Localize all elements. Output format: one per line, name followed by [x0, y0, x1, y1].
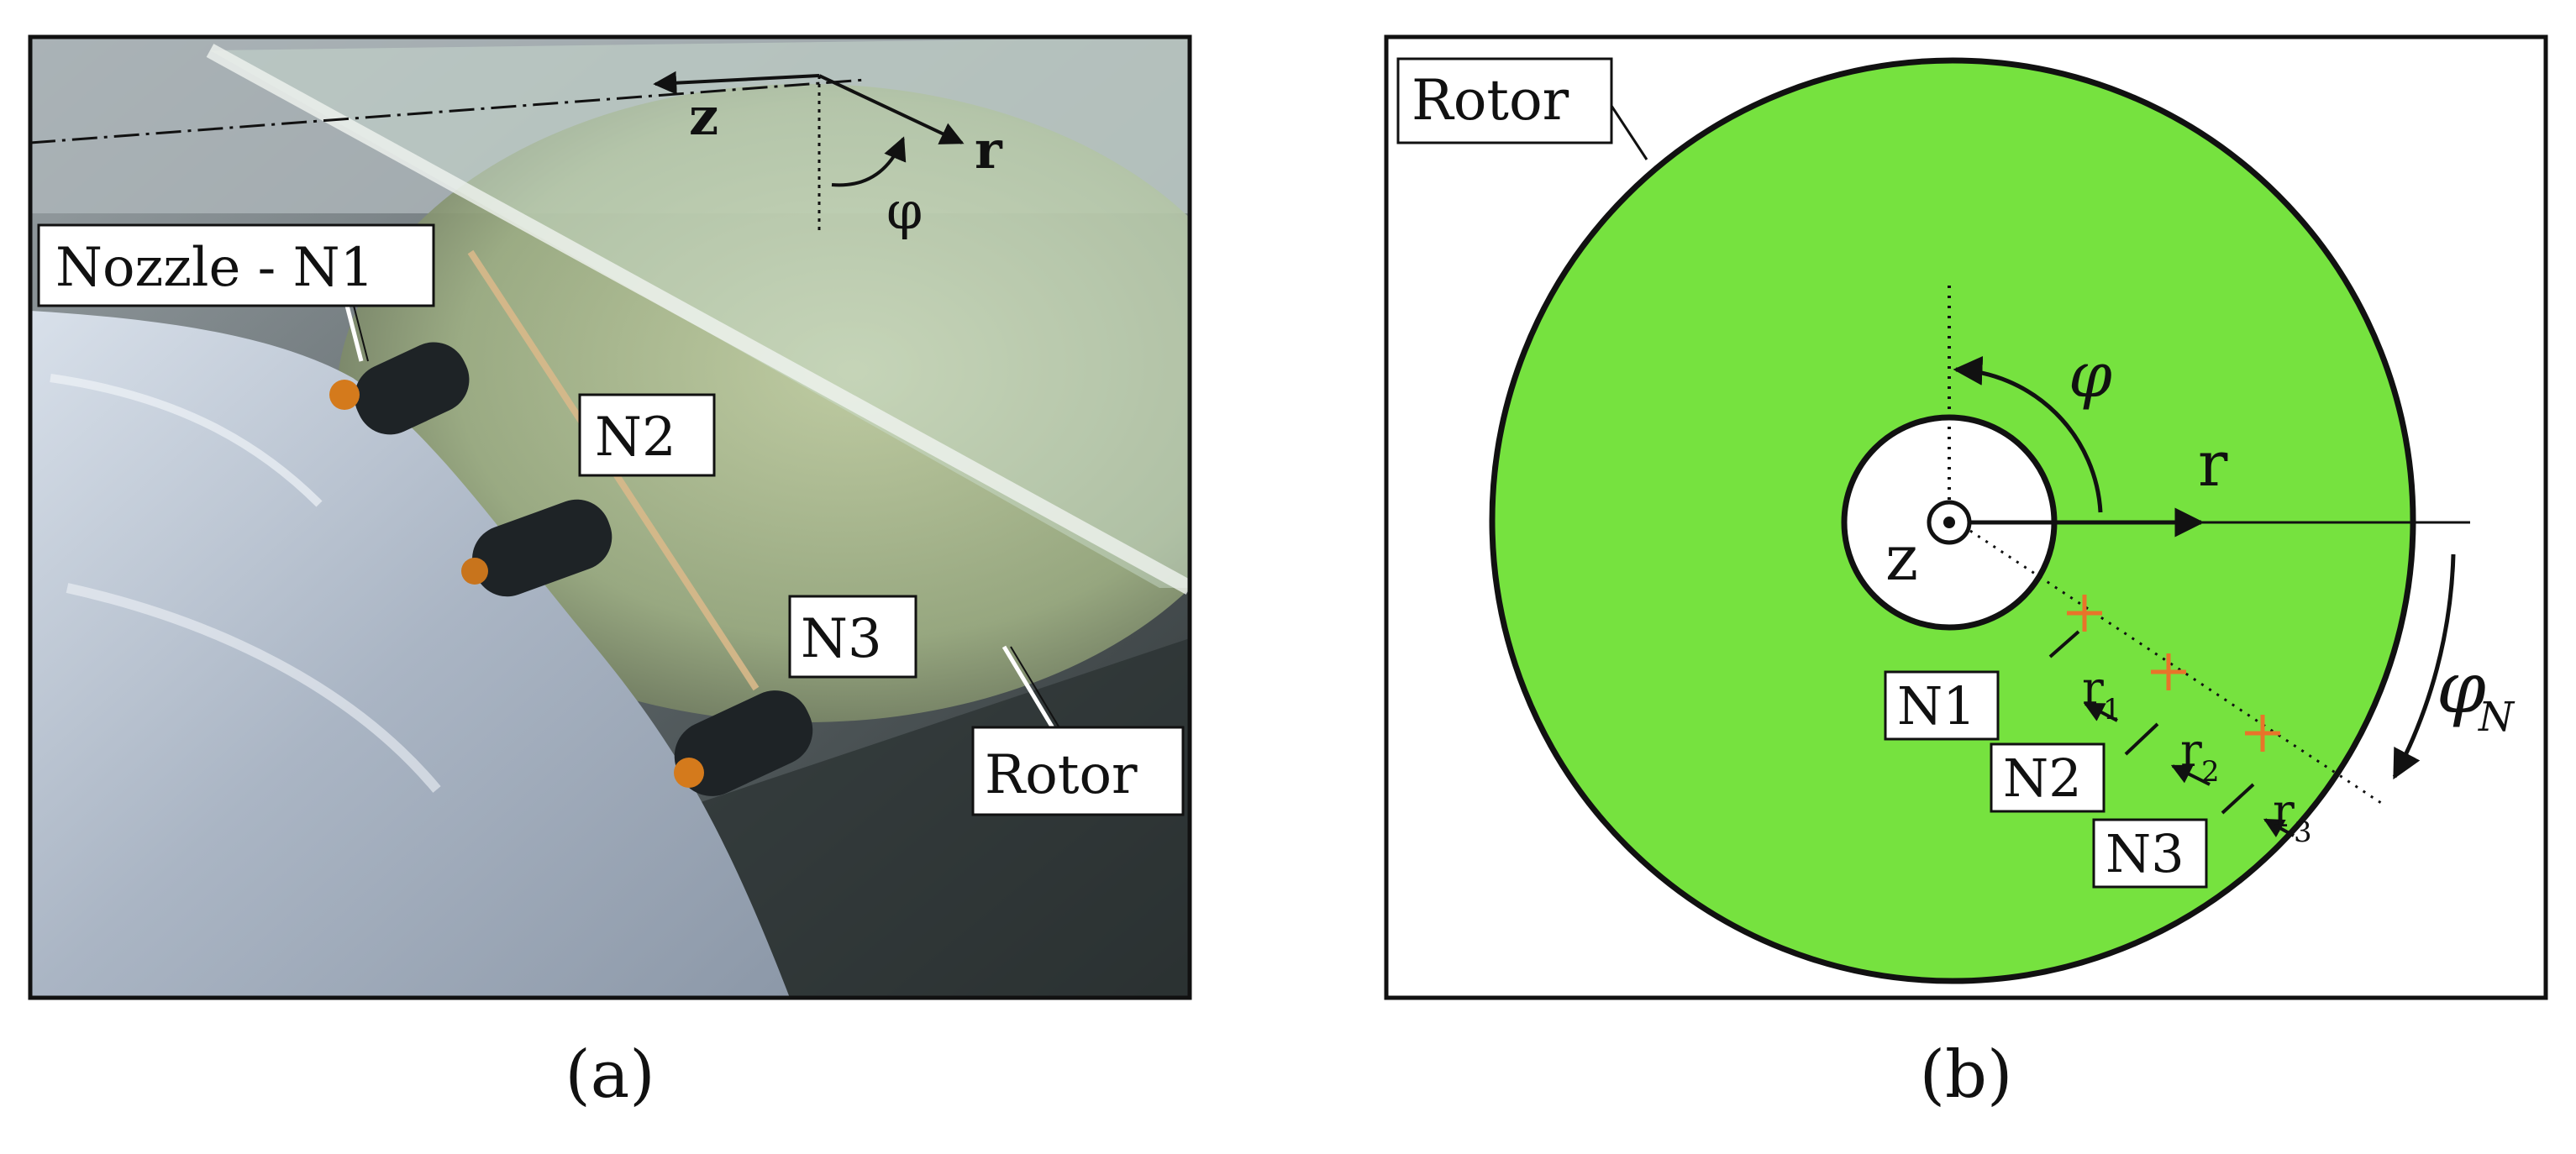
- caption-b: (b): [1920, 1037, 2013, 1113]
- r1-tick: [2048, 630, 2080, 658]
- box-n3: N3: [2092, 818, 2208, 889]
- svg-text:Rotor: Rotor: [985, 744, 1138, 806]
- label-phi-photo: φ: [886, 180, 923, 241]
- caption-a: (a): [565, 1037, 655, 1113]
- phi-n-arc-arrow: [2392, 553, 2456, 780]
- svg-text:N: N: [2478, 694, 2516, 741]
- label-phi: φ: [2069, 339, 2112, 412]
- label-r1: r 1: [2082, 662, 2121, 726]
- callout-nozzle-n1: Nozzle - N1: [37, 223, 435, 362]
- z-arrow-photo: [653, 71, 820, 95]
- svg-text:N3: N3: [801, 608, 882, 670]
- callout-rotor-photo: Rotor: [971, 645, 1185, 816]
- foil-body: [30, 311, 790, 998]
- label-r3: r 3: [2273, 784, 2312, 849]
- label-phi-n: φ N: [2437, 647, 2516, 741]
- panel-a: z r φ Nozzle - N1 N2 N3 Rotor (a): [28, 34, 1192, 1113]
- z-axis-dot: [1943, 517, 1955, 528]
- nozzle-n1-photo: [329, 342, 470, 435]
- svg-text:3: 3: [2294, 816, 2312, 849]
- r3-arrow: [2263, 818, 2295, 838]
- svg-text:N2: N2: [2003, 747, 2082, 809]
- svg-text:Nozzle - N1: Nozzle - N1: [55, 237, 374, 299]
- svg-text:r: r: [2180, 724, 2202, 777]
- label-r-photo: r: [975, 119, 1003, 181]
- panel-a-frame: [28, 34, 1192, 1000]
- r2-arrow: [2170, 764, 2211, 786]
- nozzle-marker-n2: [2151, 653, 2186, 690]
- axis-line-photo: [30, 78, 866, 144]
- phi-arrow-photo: [831, 136, 907, 187]
- box-n2: N2: [1990, 742, 2105, 813]
- svg-text:1: 1: [2103, 693, 2121, 726]
- label-r: r: [2198, 428, 2228, 501]
- box-n1: N1: [1884, 670, 2000, 741]
- r2-tick: [2124, 722, 2159, 756]
- svg-text:N2: N2: [595, 407, 676, 469]
- svg-text:φ: φ: [2437, 647, 2486, 729]
- photo-rotor-setup: [30, 37, 1190, 998]
- label-z: z: [1885, 522, 1918, 595]
- callout-n2: N2: [578, 393, 716, 477]
- nozzle-n3-photo: [674, 690, 813, 796]
- phi-arc-arrow: [1953, 355, 2103, 513]
- svg-text:r: r: [2082, 662, 2104, 715]
- label-r2: r 2: [2180, 724, 2220, 789]
- svg-text:Rotor: Rotor: [1412, 68, 1569, 133]
- nozzle-marker-n1: [2067, 595, 2102, 632]
- callout-rotor: Rotor: [1396, 57, 1648, 160]
- nozzle-n2-photo: [461, 499, 612, 597]
- svg-text:N3: N3: [2105, 823, 2184, 884]
- svg-text:2: 2: [2201, 755, 2220, 789]
- nozzle-marker-n3: [2245, 715, 2280, 752]
- callout-n3: N3: [788, 595, 917, 679]
- svg-text:r: r: [2273, 784, 2295, 837]
- label-z-photo: z: [689, 86, 718, 147]
- r1-arrow: [2083, 702, 2118, 722]
- r3-tick: [2221, 783, 2255, 815]
- r-arrow-photo: [818, 74, 965, 144]
- panel-b: Rotor φ r z φ N N1 N2 N3 r 1 r 2 r: [1384, 34, 2548, 1113]
- svg-text:N1: N1: [1897, 675, 1976, 737]
